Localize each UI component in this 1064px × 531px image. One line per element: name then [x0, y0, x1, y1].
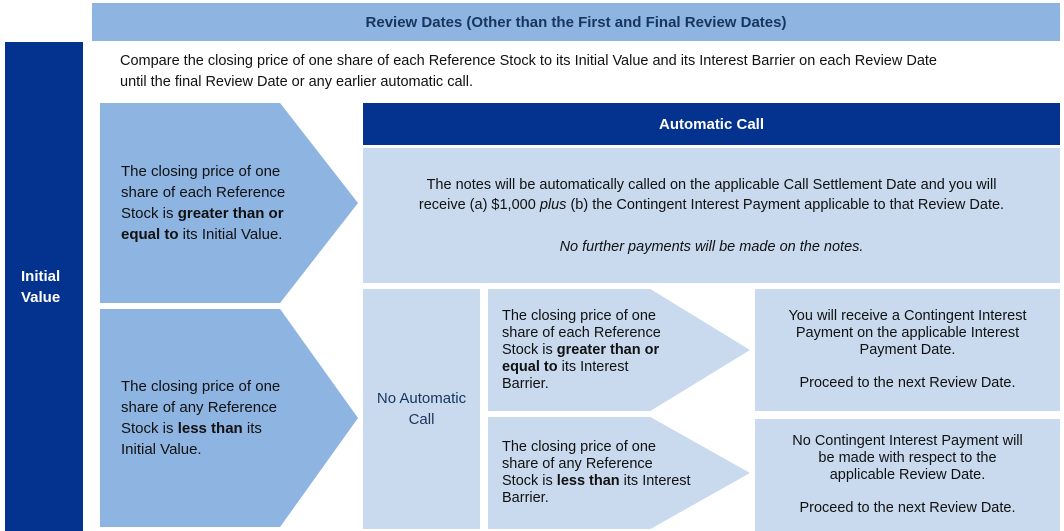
outcome-paragraph: No Contingent Interest Payment will be m… [792, 433, 1023, 483]
proceed-next-review-date: Proceed to the next Review Date. [799, 375, 1016, 391]
condition-line: The closing price of one [121, 378, 281, 395]
initial-value-sidebar: Initial Value [5, 42, 83, 531]
automatic-call-body: The notes will be automatically called o… [363, 148, 1060, 283]
condition-line: share of any Reference [121, 399, 277, 416]
title-bar: Review Dates (Other than the First and F… [92, 3, 1060, 41]
condition-line: The closing price of one [502, 439, 656, 455]
condition-line: equal to its Initial Value. [121, 226, 283, 243]
condition-line: share of each Reference [502, 324, 661, 341]
proceed-next-review-date: Proceed to the next Review Date. [799, 500, 1016, 516]
condition-line: Barrier. [502, 490, 549, 506]
condition-line: Initial Value. [121, 441, 202, 458]
condition-line: Stock is greater than or [502, 341, 660, 358]
automatic-call-label: Automatic Call [658, 115, 764, 133]
no-automatic-call-box: No Automatic Call [363, 289, 480, 529]
no-automatic-call-label: No Automatic Call [376, 390, 467, 428]
condition-arrow-below-interest-barrier: The closing price of one share of any Re… [488, 417, 750, 529]
condition-line: equal to its Interest [502, 358, 629, 375]
outcome-paragraph: You will receive a Contingent Interest P… [788, 308, 1027, 358]
intro-paragraph: Compare the closing price of one share o… [120, 51, 1050, 93]
condition-line: The closing price of one [502, 307, 656, 324]
condition-line: Stock is less than its [121, 420, 262, 437]
condition-arrow-below-initial-value: The closing price of one share of any Re… [100, 309, 358, 527]
outcome-contingent-interest-paid: You will receive a Contingent Interest P… [755, 289, 1060, 411]
condition-line: share of each Reference [121, 184, 286, 201]
intro-line: until the final Review Date or any earli… [120, 74, 473, 90]
condition-arrow-above-interest-barrier: The closing price of one share of each R… [488, 289, 750, 411]
auto-call-text-line: The notes will be automatically called o… [426, 176, 997, 193]
outcome-no-contingent-interest: No Contingent Interest Payment will be m… [755, 419, 1060, 531]
condition-line: Stock is less than its Interest [502, 473, 691, 489]
diagram-title: Review Dates (Other than the First and F… [365, 13, 787, 31]
condition-arrow-above-initial-value: The closing price of one share of each R… [100, 103, 358, 303]
automatic-call-header: Automatic Call [363, 103, 1060, 145]
condition-line: Stock is greater than or [121, 205, 284, 222]
intro-line: Compare the closing price of one share o… [120, 53, 937, 69]
condition-line: Barrier. [502, 375, 549, 392]
auto-call-text-line: receive (a) $1,000 plus (b) the Continge… [418, 196, 1005, 213]
no-further-payments-note: No further payments will be made on the … [559, 238, 864, 255]
condition-line: share of any Reference [502, 456, 653, 472]
initial-value-label: Initial Value [21, 267, 61, 306]
condition-line: The closing price of one [121, 163, 281, 180]
